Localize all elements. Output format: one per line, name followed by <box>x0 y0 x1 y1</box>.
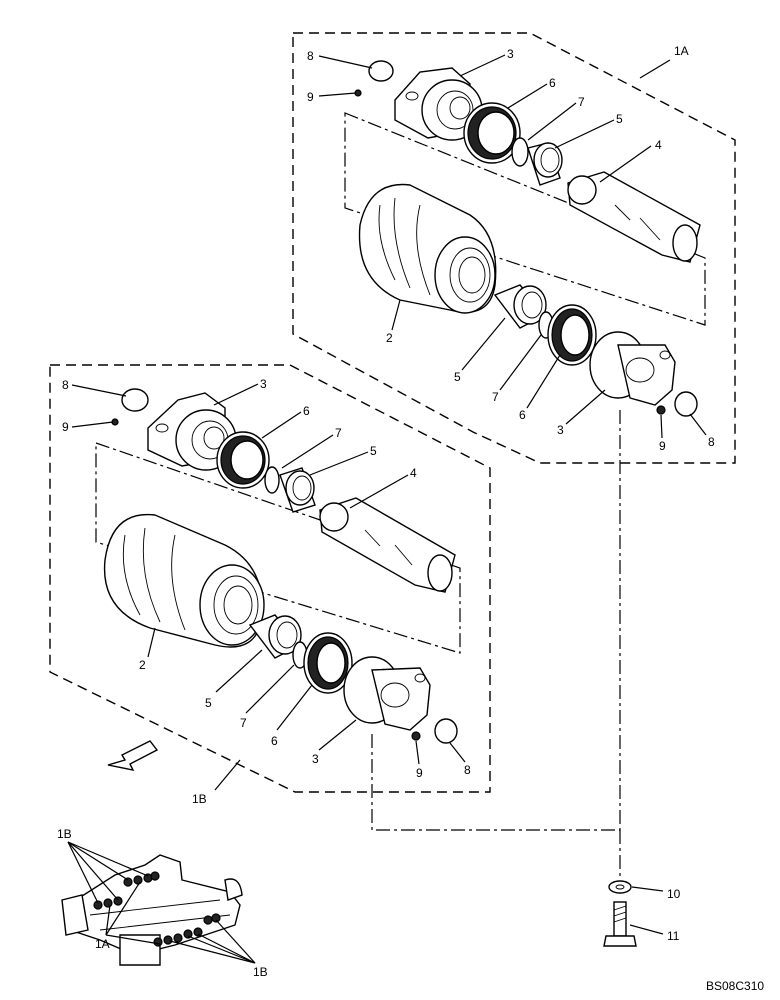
hardware-group <box>371 410 664 947</box>
labels-1a: 8 9 3 6 7 5 4 2 5 7 6 3 9 8 1A <box>307 44 715 453</box>
washer-10 <box>608 880 632 894</box>
assembly-1a <box>292 32 736 464</box>
o-ring-7-top-1b <box>264 466 280 494</box>
label-bolt-11: 11 <box>667 929 680 943</box>
label-1a-8-bottom: 8 <box>708 435 715 449</box>
inset-label-1b-bottom: 1B <box>253 965 268 979</box>
label-assembly-1a: 1A <box>674 44 689 58</box>
pin-9-bottom <box>656 405 666 415</box>
label-1a-8-top: 8 <box>307 49 314 63</box>
bushing-5-top <box>527 142 563 186</box>
snap-ring-8-bottom-1b <box>434 718 458 744</box>
roller-2-top-1b <box>103 513 265 648</box>
label-1a-9-bottom: 9 <box>659 439 666 453</box>
label-1a-6-top: 6 <box>549 76 556 90</box>
roller-2-top <box>358 183 497 314</box>
collar-3-bottom <box>589 331 676 406</box>
label-1b-5-top: 5 <box>370 444 377 458</box>
bushing-5-bottom-1b <box>248 614 302 659</box>
label-1b-2: 2 <box>139 658 146 672</box>
label-1b-7-top: 7 <box>335 426 342 440</box>
inset-label-1a: 1A <box>95 937 110 951</box>
labels-1b: 8 9 3 6 7 5 4 2 5 7 6 3 9 8 1B <box>62 377 471 806</box>
label-1b-3-top: 3 <box>260 377 267 391</box>
label-washer-10: 10 <box>667 887 681 901</box>
label-1a-7-bottom: 7 <box>492 390 499 404</box>
bushing-5-top-1b <box>279 467 316 513</box>
snap-ring-8-top <box>368 60 394 82</box>
labels-inset: 1B 1A 1B <box>57 827 268 979</box>
leaders-1a <box>318 54 707 439</box>
assembly-1a-boundary <box>292 32 736 464</box>
shaft-4-top <box>567 171 701 263</box>
labels-hardware: 10 11 <box>667 887 681 943</box>
seal-6-top-1b <box>216 431 270 489</box>
label-1b-6-bottom: 6 <box>271 734 278 748</box>
collar-3-top-1b <box>147 392 237 471</box>
shaft-4-top-1b <box>319 497 456 593</box>
label-1b-9-top: 9 <box>62 420 69 434</box>
label-1b-3-bottom: 3 <box>312 752 319 766</box>
label-1b-9-bottom: 9 <box>416 766 423 780</box>
snap-ring-8-bottom <box>674 391 698 417</box>
o-ring-7-top <box>511 137 529 167</box>
pin-9-bottom-1b <box>411 731 421 741</box>
label-1a-5-top: 5 <box>616 112 623 126</box>
seal-6-bottom <box>547 304 597 366</box>
label-1a-9-top: 9 <box>307 90 314 104</box>
inset-rollers-1b-bottom <box>153 913 221 947</box>
label-1a-2: 2 <box>386 331 393 345</box>
label-1b-8-top: 8 <box>62 378 69 392</box>
assembly-1b-boundary <box>49 364 491 793</box>
label-1b-5-bottom: 5 <box>205 696 212 710</box>
inset-label-1b-top: 1B <box>57 827 72 841</box>
label-1a-5-bottom: 5 <box>454 370 461 384</box>
assembly-1b <box>49 364 491 793</box>
label-1a-7-top: 7 <box>578 95 585 109</box>
location-inset <box>61 841 256 966</box>
bolt-11 <box>603 901 637 947</box>
inset-leaders <box>67 841 256 964</box>
leaders-1b <box>71 383 466 791</box>
hardware-link-line <box>371 410 621 831</box>
label-1b-4: 4 <box>410 466 417 480</box>
snap-ring-8-top-1b <box>121 388 149 412</box>
label-1a-6-bottom: 6 <box>519 408 526 422</box>
label-1b-7-bottom: 7 <box>240 716 247 730</box>
seal-6-top <box>463 102 521 164</box>
label-1b-6-top: 6 <box>303 404 310 418</box>
label-1b-8-bottom: 8 <box>464 763 471 777</box>
seal-6-bottom-1b <box>303 632 353 694</box>
label-1a-4: 4 <box>655 138 662 152</box>
drawing-code: BS08C310 <box>706 979 764 993</box>
label-1a-3-top: 3 <box>507 47 514 61</box>
front-direction-arrow <box>107 740 159 771</box>
label-assembly-1b: 1B <box>192 792 207 806</box>
label-1a-3-bottom: 3 <box>557 423 564 437</box>
collar-3-bottom-1b <box>343 656 431 731</box>
